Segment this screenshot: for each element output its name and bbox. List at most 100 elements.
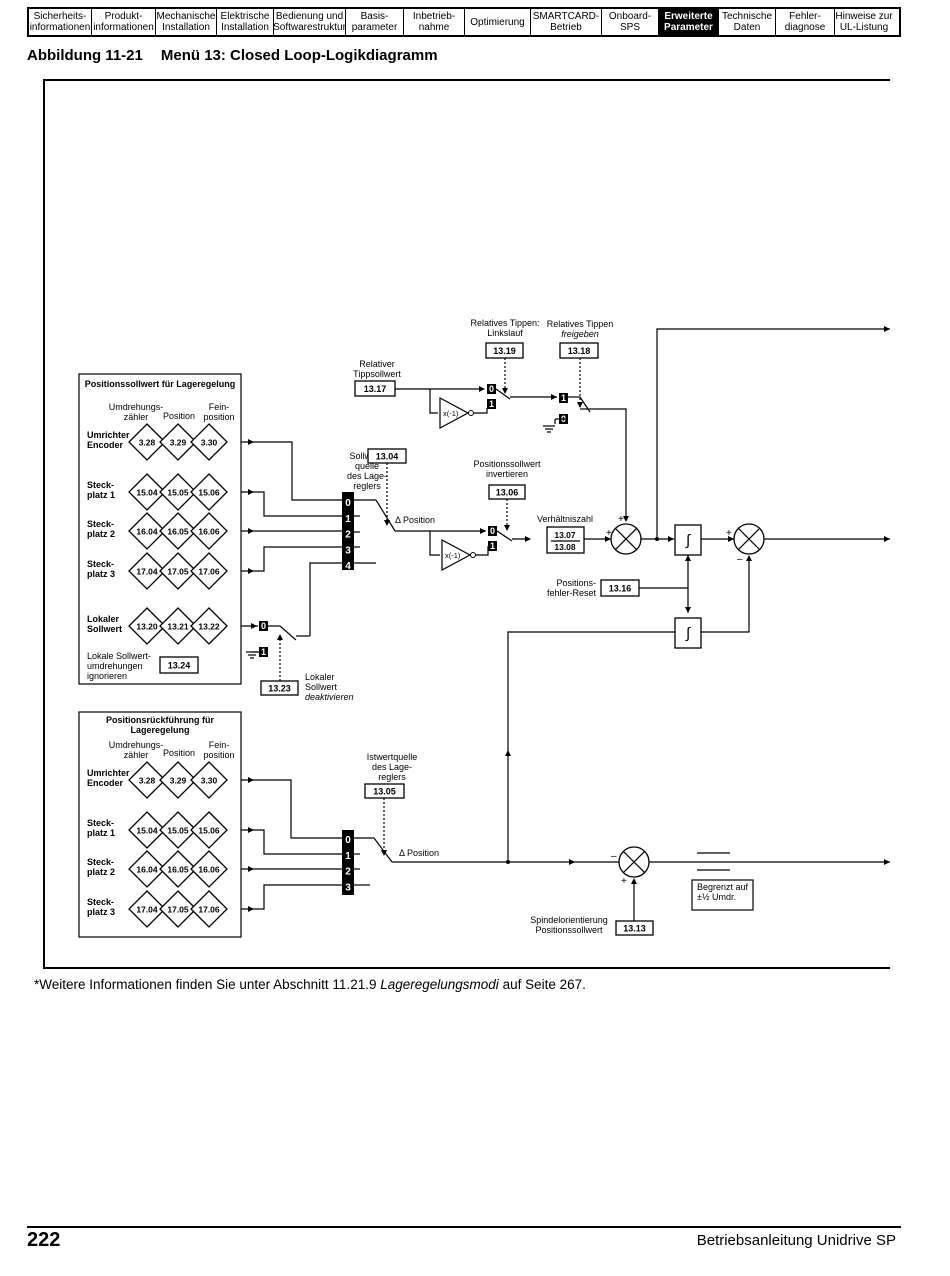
jog-rev-switch-1-label: 1 <box>489 399 494 409</box>
fb-param-15-06-value: 15.06 <box>198 826 220 836</box>
ref-param-13-21-diamond <box>159 607 197 645</box>
tab-smartcard[interactable]: SMARTCARD- Betrieb <box>531 9 602 35</box>
jog-enable-switch-1-label: 1 <box>561 393 566 403</box>
ref-param-3-29-value: 3.29 <box>170 438 187 448</box>
wire-fb-to-int2 <box>507 631 675 862</box>
ref-param-15-05-value: 15.05 <box>167 488 189 498</box>
ratio-label: Verhältniszahl <box>537 514 593 524</box>
tab-technische[interactable]: Technische Daten <box>719 9 776 35</box>
fb-param-17-04-diamond <box>128 890 166 928</box>
tab-fehler[interactable]: Fehler- diagnose <box>776 9 835 35</box>
ref-param-3-28-diamond <box>128 423 166 461</box>
negate-jog-triangle <box>439 396 470 430</box>
tab-erweiterte[interactable]: Erweiterte Parameter <box>659 9 719 35</box>
tab-elektrische[interactable]: Elektrische Installation <box>217 9 274 35</box>
arrow-head <box>884 536 890 542</box>
negate-ref-label: x(-1) <box>445 551 461 560</box>
param-13-19-value: 13.19 <box>493 346 516 356</box>
page-number: 222 <box>27 1229 61 1251</box>
footnote-prefix: *Weitere Informationen finden Sie unter … <box>34 977 381 992</box>
fb-param-17-06-diamond <box>190 890 228 928</box>
tab-inbetrieb[interactable]: Inbetrieb- nahme <box>404 9 465 35</box>
tab-sicherheits[interactable]: Sicherheits- informationen <box>29 9 92 35</box>
sum-spindle-cross <box>622 850 646 874</box>
fb-group-frame <box>78 711 242 938</box>
reset-label: Positions-fehler-Reset <box>547 578 597 598</box>
param-13-18-box <box>559 342 599 359</box>
ref-param-15-06-diamond <box>190 473 228 511</box>
jog-reverse-label: Relatives Tippen:Linkslauf <box>470 318 539 338</box>
ref-param-16-05-diamond <box>159 512 197 550</box>
ratio-numerator: 13.07 <box>554 530 576 540</box>
integrator-2-symbol: ∫ <box>685 625 692 642</box>
fb-param-15-04-diamond <box>128 811 166 849</box>
param-13-13-value: 13.13 <box>623 924 646 934</box>
limit-box <box>691 879 754 911</box>
arrow-head <box>480 528 486 534</box>
fb-param-17-05-value: 17.05 <box>167 905 189 915</box>
sum-ref-plus-left: + <box>606 528 612 539</box>
jog-rev-blade <box>495 388 511 400</box>
jog-enable-label: Relatives Tippen <box>547 319 614 329</box>
fb-param-15-06-diamond <box>190 811 228 849</box>
arrow-head <box>248 906 254 912</box>
arrow-head <box>248 777 254 783</box>
fb-param-16-05-value: 16.05 <box>167 865 189 875</box>
param-13-17-value: 13.17 <box>364 384 387 394</box>
invert-switch-1-label: 1 <box>490 541 495 551</box>
fb-param-16-04-diamond <box>128 850 166 888</box>
ref-selector-bar <box>342 492 354 570</box>
negate-jog-label: x(-1) <box>443 409 459 418</box>
tab-onboard[interactable]: Onboard- SPS <box>602 9 659 35</box>
param-13-06-value: 13.06 <box>496 488 519 498</box>
fb-param-17-06-value: 17.06 <box>198 905 220 915</box>
wire-local-to-sel <box>309 562 342 636</box>
ref-param-13-20-value: 13.20 <box>136 622 158 632</box>
tab-bedienungund[interactable]: Bedienung und Softwarestruktur <box>273 9 346 35</box>
param-13-24-box <box>159 656 199 674</box>
ref-selector-input-0: 0 <box>345 498 351 509</box>
arrow-head <box>623 516 629 522</box>
arrow-head <box>525 536 531 542</box>
ref-param-13-20-diamond <box>128 607 166 645</box>
tab-mechanische[interactable]: Mechanische Installation <box>156 9 217 35</box>
wire-fb-encoder <box>241 779 342 839</box>
jog-rev-switch-0-label: 0 <box>489 384 494 394</box>
figure-caption: Menü 13: Closed Loop-Logikdiagramm <box>160 47 438 64</box>
wire-ref-slot3 <box>241 546 342 572</box>
jog-enable-blade <box>579 396 591 413</box>
ref-param-16-06-diamond <box>190 512 228 550</box>
arrow-head <box>248 568 254 574</box>
wire-int2-out <box>701 560 750 633</box>
figure-number: Abbildung 11-21 <box>27 47 143 64</box>
tab-hinweisezur[interactable]: Hinweise zur UL-Listung <box>835 11 893 33</box>
sum-spindle-plus: + <box>621 876 627 887</box>
tab-basis[interactable]: Basis- parameter <box>346 9 404 35</box>
arrow-head <box>668 536 674 542</box>
arrow-head <box>248 528 254 534</box>
fb-param-15-05-value: 15.05 <box>167 826 189 836</box>
diagram-frame <box>43 79 890 969</box>
arrow-head <box>505 750 511 756</box>
fb-col-fine: Fein-position <box>203 740 234 760</box>
limit-label: Begrenzt auf±½ Umdr. <box>697 882 749 902</box>
negate-ref-invert-dot <box>470 552 476 558</box>
wire-jog-neg <box>429 389 438 414</box>
fb-param-15-04-value: 15.04 <box>136 826 158 836</box>
tab-produkt[interactable]: Produkt- informationen <box>92 9 156 35</box>
arrow-head <box>569 859 575 865</box>
figure-title: Abbildung 11-21 Menü 13: Closed Loop-Logi… <box>27 47 438 64</box>
param-13-23-value: 13.23 <box>268 684 291 694</box>
ref-param-3-30-value: 3.30 <box>201 438 218 448</box>
tab-optimierung[interactable]: Optimierung <box>465 9 531 35</box>
jog-enable-label-italic: freigeben <box>561 329 599 339</box>
fb-col-position: Position <box>163 748 195 758</box>
ref-param-13-21-value: 13.21 <box>167 622 189 632</box>
